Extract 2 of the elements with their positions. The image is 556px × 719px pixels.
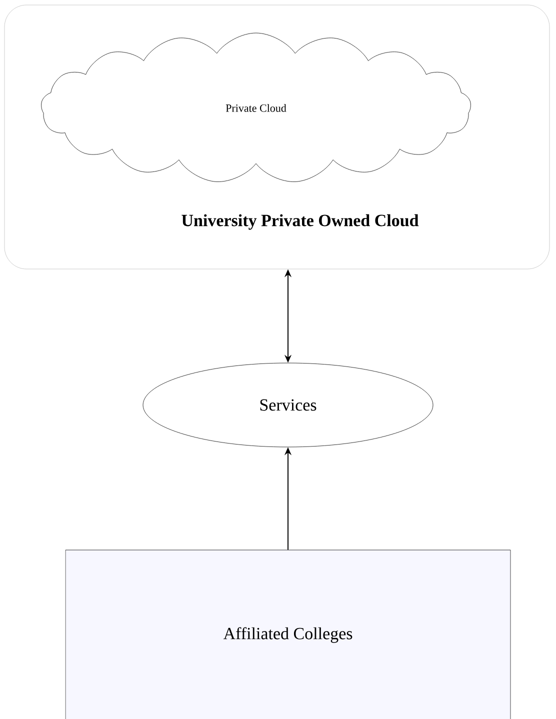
ellipse-node: Services <box>142 362 434 448</box>
process-box: Affiliated Colleges <box>65 550 511 719</box>
